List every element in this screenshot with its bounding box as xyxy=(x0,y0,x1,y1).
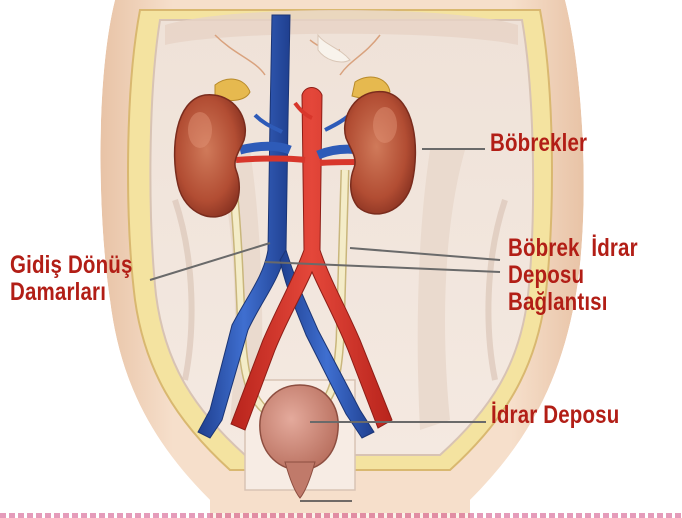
kidney-left xyxy=(175,95,246,217)
label-blood-vessels: Gidiş Dönüş Damarları xyxy=(10,252,133,306)
label-bladder-text: İdrar Deposu xyxy=(491,402,619,429)
bladder xyxy=(260,385,338,470)
label-bladder: İdrar Deposu xyxy=(491,402,619,429)
bottom-edge-strip xyxy=(0,513,682,518)
label-ureter-line-1: Böbrek İdrar xyxy=(508,235,638,262)
label-vessels-line-1: Gidiş Dönüş xyxy=(10,252,133,279)
label-vessels-line-2: Damarları xyxy=(10,279,133,306)
label-kidneys: Böbrekler xyxy=(490,130,587,157)
label-kidneys-text: Böbrekler xyxy=(490,130,587,157)
label-ureter-line-3: Bağlantısı xyxy=(508,289,638,316)
label-ureter-line-2: Deposu xyxy=(508,262,638,289)
label-ureter: Böbrek İdrar Deposu Bağlantısı xyxy=(508,235,638,316)
